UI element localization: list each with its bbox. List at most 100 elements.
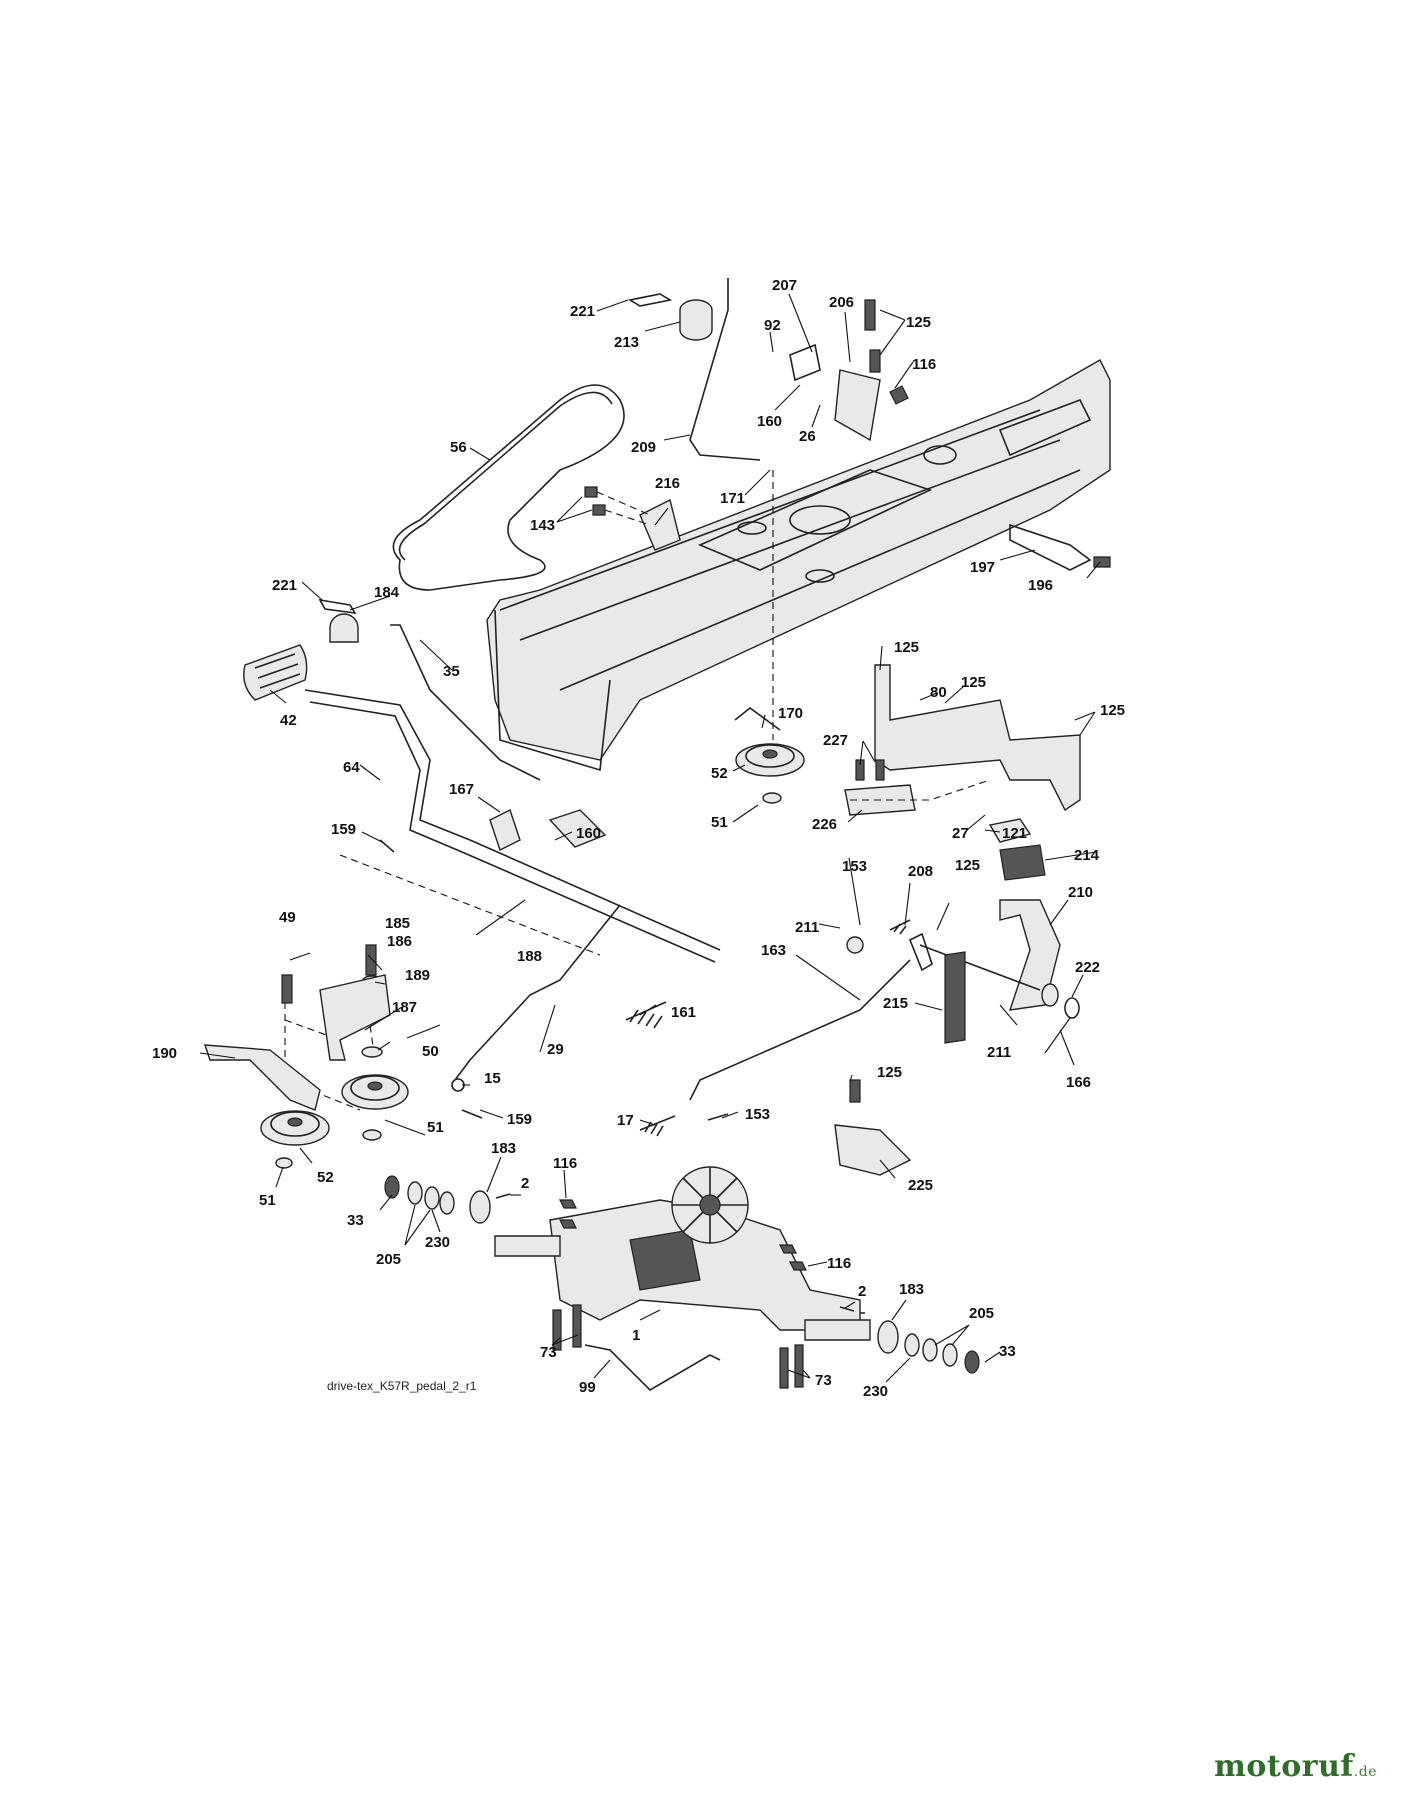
cap-184	[329, 613, 359, 643]
callout-label: 64	[343, 759, 360, 776]
callout-label: 196	[1028, 577, 1053, 594]
callout-label: 73	[815, 1372, 832, 1389]
callout-label: 209	[631, 439, 656, 456]
callout-label: 230	[425, 1234, 450, 1251]
rod-29	[454, 904, 621, 1081]
diagram-caption: drive-tex_K57R_pedal_2_r1	[327, 1379, 477, 1393]
pedal-arm-210	[999, 899, 1061, 1011]
callout-label: 92	[764, 317, 781, 334]
callout-label: 56	[450, 439, 467, 456]
callout-label: 226	[812, 816, 837, 833]
callout-label: 1	[632, 1327, 640, 1344]
callout-label: 52	[711, 765, 728, 782]
callout-label: 125	[955, 857, 980, 874]
callout-label: 188	[517, 948, 542, 965]
callout-label: 125	[894, 639, 919, 656]
rod-35	[390, 624, 541, 781]
callout-label: 185	[385, 915, 410, 932]
callout-label: 17	[617, 1112, 634, 1129]
callout-label: 116	[912, 356, 936, 373]
callout-label: 99	[579, 1379, 596, 1396]
bracket-80	[874, 664, 1081, 812]
callout-label: 227	[823, 732, 848, 749]
callout-label: 197	[970, 559, 995, 576]
callout-label: 183	[491, 1140, 516, 1157]
callout-label: 51	[711, 814, 728, 831]
callout-label: 153	[842, 858, 867, 875]
callout-label: 222	[1075, 959, 1100, 976]
callout-label: 116	[553, 1155, 577, 1172]
callout-label: 2	[521, 1175, 529, 1192]
callout-label: 27	[952, 825, 969, 842]
callout-label: 125	[961, 674, 986, 691]
callout-label: 190	[152, 1045, 177, 1062]
drive-belt	[392, 384, 625, 591]
callout-label: 225	[908, 1177, 933, 1194]
pulley-52-left	[260, 1110, 330, 1146]
lever-64	[304, 689, 721, 951]
callout-label: 52	[317, 1169, 334, 1186]
cover-215	[944, 951, 966, 1044]
callout-label: 153	[745, 1106, 770, 1123]
rod-99	[584, 1344, 721, 1392]
callout-label: 167	[449, 781, 474, 798]
callout-label: 163	[761, 942, 786, 959]
callout-label: 143	[530, 517, 555, 534]
leader-lines	[199, 293, 1101, 1383]
callout-label: 116	[827, 1255, 851, 1272]
rod-163	[689, 959, 911, 1101]
callout-label: 205	[376, 1251, 401, 1268]
callout-label: 210	[1068, 884, 1093, 901]
knob-213	[679, 299, 713, 341]
callout-label: 49	[279, 909, 296, 926]
chassis-frame	[486, 359, 1111, 772]
bracket-216	[639, 498, 681, 551]
callout-label: 160	[757, 413, 782, 430]
callout-label: 184	[374, 584, 400, 601]
callout-label: 230	[863, 1383, 888, 1400]
watermark-logo: motoruf.de	[1214, 1749, 1377, 1784]
callout-label: 221	[272, 577, 297, 594]
callout-label: 160	[576, 825, 601, 842]
callout-label: 187	[392, 999, 417, 1016]
callout-label: 211	[987, 1044, 1011, 1061]
callout-label: 80	[930, 684, 947, 701]
callout-label: 208	[908, 863, 933, 880]
callout-label: 214	[1074, 847, 1100, 864]
callout-label: 125	[877, 1064, 902, 1081]
watermark-suffix: .de	[1353, 1764, 1377, 1780]
callout-label: 215	[883, 995, 908, 1012]
transaxle-1	[494, 1166, 871, 1341]
callout-label: 26	[799, 428, 816, 445]
callout-label: 51	[427, 1119, 444, 1136]
callout-label: 159	[331, 821, 356, 838]
pulley-50	[341, 1074, 409, 1110]
callout-label: 221	[570, 303, 595, 320]
callout-label: 183	[899, 1281, 924, 1298]
callout-labels: 221 213 207 92 206 125 116 160 26 209 56…	[152, 277, 1125, 1400]
callout-label: 159	[507, 1111, 532, 1128]
callout-label: 33	[347, 1212, 364, 1229]
callout-label: 33	[999, 1343, 1016, 1360]
callout-label: 205	[969, 1305, 994, 1322]
callout-label: 50	[422, 1043, 439, 1060]
callout-label: 207	[772, 277, 797, 294]
bracket-197	[1009, 523, 1092, 571]
shift-rod	[689, 278, 761, 461]
callout-label: 35	[443, 663, 460, 680]
callout-label: 189	[405, 967, 430, 984]
bracket-225	[834, 1124, 912, 1176]
callout-label: 29	[547, 1041, 564, 1058]
pulley-52-right	[735, 743, 805, 777]
callout-label: 121	[1002, 825, 1027, 842]
pedal-pad-214	[999, 844, 1046, 881]
callout-label: 42	[280, 712, 297, 729]
callout-label: 125	[906, 314, 931, 331]
callout-label: 170	[778, 705, 803, 722]
callout-label: 206	[829, 294, 854, 311]
watermark-brand: motoruf	[1214, 1749, 1354, 1784]
clip-221-top	[627, 293, 673, 307]
callout-label: 2	[858, 1283, 866, 1300]
callout-label: 211	[795, 919, 819, 936]
callout-label: 213	[614, 334, 639, 351]
